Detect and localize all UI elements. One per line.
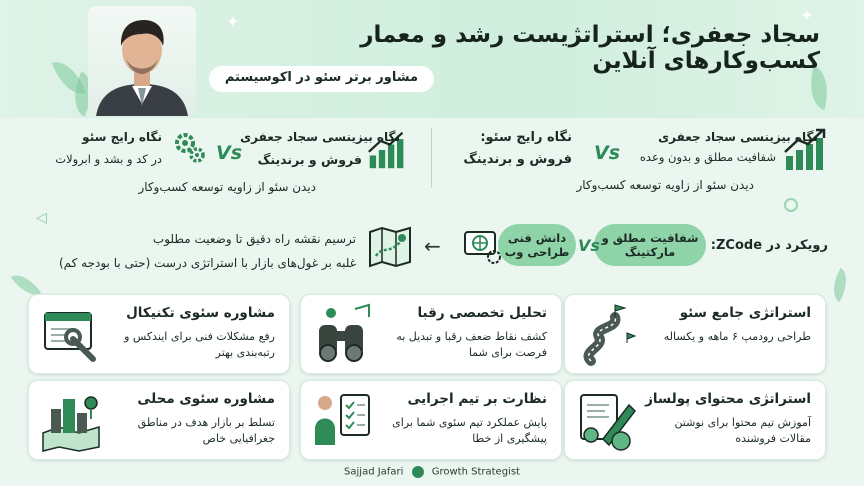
approach-line-2: غلبه بر غول‌های بازار با استراتژی درست (… <box>58 256 356 270</box>
page-title: سجاد جعفری؛ استراتژیست رشد و معمار کسب‌و… <box>360 22 820 74</box>
pencil-money-icon <box>575 389 639 453</box>
triangle-decoration: ◁ <box>36 210 47 226</box>
chart-growth-icon <box>782 128 828 172</box>
arrow-left-icon: ← <box>424 234 441 258</box>
road-icon <box>575 303 639 367</box>
card-desc: تسلط بر بازار هدف در مناطق جغرافیایی خاص <box>137 416 275 445</box>
left-common-title: نگاه رایج سئو <box>82 130 162 144</box>
card-title: مشاوره سئوی محلی <box>137 391 275 407</box>
vs-label: Vs <box>594 142 621 164</box>
vs-label: Vs <box>578 236 600 255</box>
wrench-icon <box>39 303 103 367</box>
service-card: نظارت بر تیم اجرایی پایش عملکرد تیم سئوی… <box>300 380 562 460</box>
chart-growth-icon <box>366 130 408 170</box>
approach-line-1: ترسیم نقشه راه دقیق تا وضعیت مطلوب <box>152 232 356 246</box>
web-design-icon <box>462 226 502 266</box>
service-card: استراتژی جامع سئو طراحی رودمپ ۶ ماهه و ی… <box>564 294 826 374</box>
pill-transparency-marketing: شفافیت مطلق و مارکتینگ <box>594 224 706 266</box>
city-map-icon <box>39 389 103 453</box>
page-subtitle: مشاور برتر سئو در اکوسیستم <box>208 66 434 92</box>
card-title: تحلیل تخصصی رقبا <box>417 305 547 321</box>
service-card: استراتژی محتوای پولساز آموزش تیم محتوا ب… <box>564 380 826 460</box>
pill-technical-knowledge: دانش فنی طراحی وب <box>498 224 576 266</box>
card-title: استراتژی محتوای پولساز <box>645 391 811 407</box>
map-icon <box>366 224 416 268</box>
left-business-sub: فروش و برندینگ <box>257 152 362 167</box>
divider <box>431 128 432 188</box>
circle-decoration <box>784 198 798 212</box>
checklist-icon <box>311 389 375 453</box>
card-desc: کشف نقاط ضعف رقبا و تبدیل به فرصت برای ش… <box>396 330 547 359</box>
left-common-sub: در کد و بشد و ابرولات <box>55 152 162 166</box>
sparkle-icon: ✦ <box>800 6 814 25</box>
card-title: نظارت بر تیم اجرایی <box>407 391 547 407</box>
card-desc: پایش عملکرد تیم سئوی شما برای پیشگیری از… <box>392 416 547 445</box>
service-card: مشاوره سئوی تکنیکال رفع مشکلات فنی برای … <box>28 294 290 374</box>
vs-label: Vs <box>216 142 243 164</box>
avatar <box>88 6 196 116</box>
right-common-title: نگاه رایج سئو: <box>480 130 572 145</box>
right-caption: دیدن سئو از زاویه توسعه کسب‌وکار <box>576 178 754 192</box>
card-desc: آموزش تیم محتوا برای نوشتن مقالات فروشند… <box>674 416 811 445</box>
service-card: مشاوره سئوی محلی تسلط بر بازار هدف در من… <box>28 380 290 460</box>
binoculars-icon <box>311 303 375 367</box>
card-desc: رفع مشکلات فنی برای ایندکس و رتبه‌بندی ب… <box>124 330 275 359</box>
footer-name: Sajjad Jafari <box>344 466 404 478</box>
right-business-sub: شفافیت مطلق و بدون وعده <box>639 150 776 164</box>
right-business-title: نگاه بیزینسی سجاد جعفری <box>658 130 818 144</box>
approach-label: رویکرد در ZCode: <box>710 238 828 253</box>
gears-icon <box>172 130 208 166</box>
card-desc: طراحی رودمپ ۶ ماهه و یکساله <box>663 330 811 343</box>
send-icon <box>411 466 424 478</box>
card-title: استراتژی جامع سئو <box>679 305 811 321</box>
card-title: مشاوره سئوی تکنیکال <box>126 305 275 321</box>
sparkle-icon: ✦ <box>226 12 240 31</box>
right-common-sub: فروش و برندینگ <box>463 152 572 167</box>
service-card: تحلیل تخصصی رقبا کشف نقاط ضعف رقبا و تبد… <box>300 294 562 374</box>
footer-role: Growth Strategist <box>431 466 520 478</box>
left-business-title: نگاه بیزینسی سجاد جعفری <box>240 130 400 144</box>
left-caption: دیدن سئو از زاویه توسعه کسب‌وکار <box>138 180 316 194</box>
footer: Sajjad Jafari Growth Strategist <box>0 466 864 486</box>
leaf-decoration <box>825 268 855 302</box>
